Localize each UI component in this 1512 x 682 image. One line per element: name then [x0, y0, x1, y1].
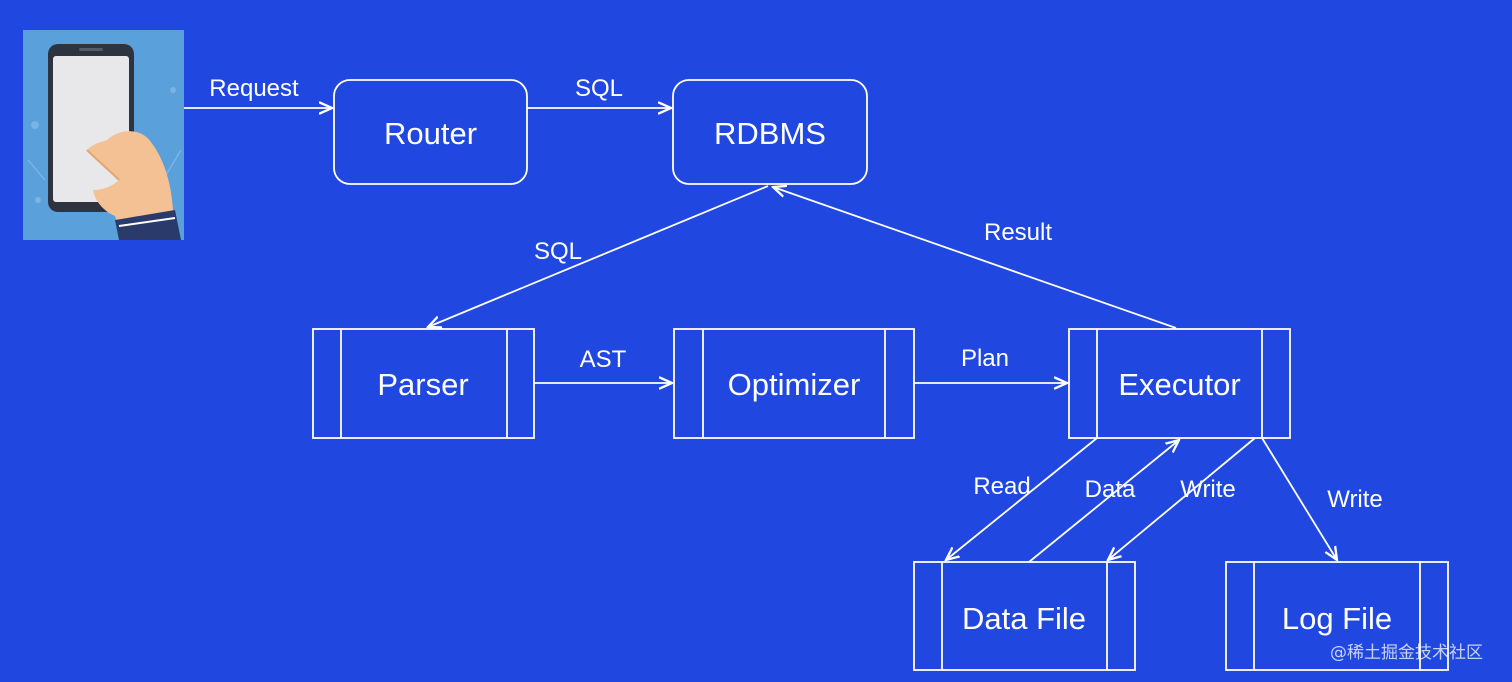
phone-in-hand-icon: [23, 30, 184, 240]
edge-label-request: Request: [209, 75, 299, 102]
executor-label: Executor: [1118, 367, 1240, 402]
parser-label: Parser: [377, 367, 468, 402]
edge-executor-rdbms: Result: [773, 187, 1177, 329]
edge-rdbms-parser: SQL: [428, 185, 769, 327]
edge-label-write-data: Write: [1180, 476, 1236, 503]
log-file-label: Log File: [1282, 601, 1392, 636]
router-label: Router: [384, 116, 477, 151]
watermark: @稀土掘金技术社区: [1330, 643, 1483, 663]
rdbms-label: RDBMS: [714, 116, 826, 151]
edge-label-write-log: Write: [1327, 486, 1383, 513]
router-node: Router: [333, 79, 528, 185]
edge-optimizer-executor: Plan: [914, 345, 1067, 383]
rdbms-node: RDBMS: [672, 79, 868, 185]
edge-label-ast: AST: [580, 346, 627, 373]
data-file-label: Data File: [962, 601, 1086, 636]
parser-node: Parser: [312, 328, 535, 439]
data-file-node: Data File: [913, 561, 1136, 671]
edge-write-data-file: Write: [1108, 437, 1256, 560]
edge-label-sql-parser: SQL: [534, 238, 582, 265]
edge-label-data: Data: [1085, 476, 1136, 503]
edge-data: Data: [1028, 440, 1179, 563]
edge-router-rdbms: SQL: [527, 75, 671, 108]
edge-write-log-file: Write: [1261, 437, 1383, 560]
edge-label-result: Result: [984, 219, 1052, 246]
edge-label-plan: Plan: [961, 345, 1009, 372]
edge-parser-optimizer: AST: [534, 346, 672, 383]
edge-label-read: Read: [973, 473, 1030, 500]
optimizer-label: Optimizer: [728, 367, 861, 402]
executor-node: Executor: [1068, 328, 1291, 439]
edge-label-sql-top: SQL: [575, 75, 623, 102]
optimizer-node: Optimizer: [673, 328, 915, 439]
edge-read: Read: [946, 437, 1098, 560]
edge-request: Request: [184, 75, 332, 108]
